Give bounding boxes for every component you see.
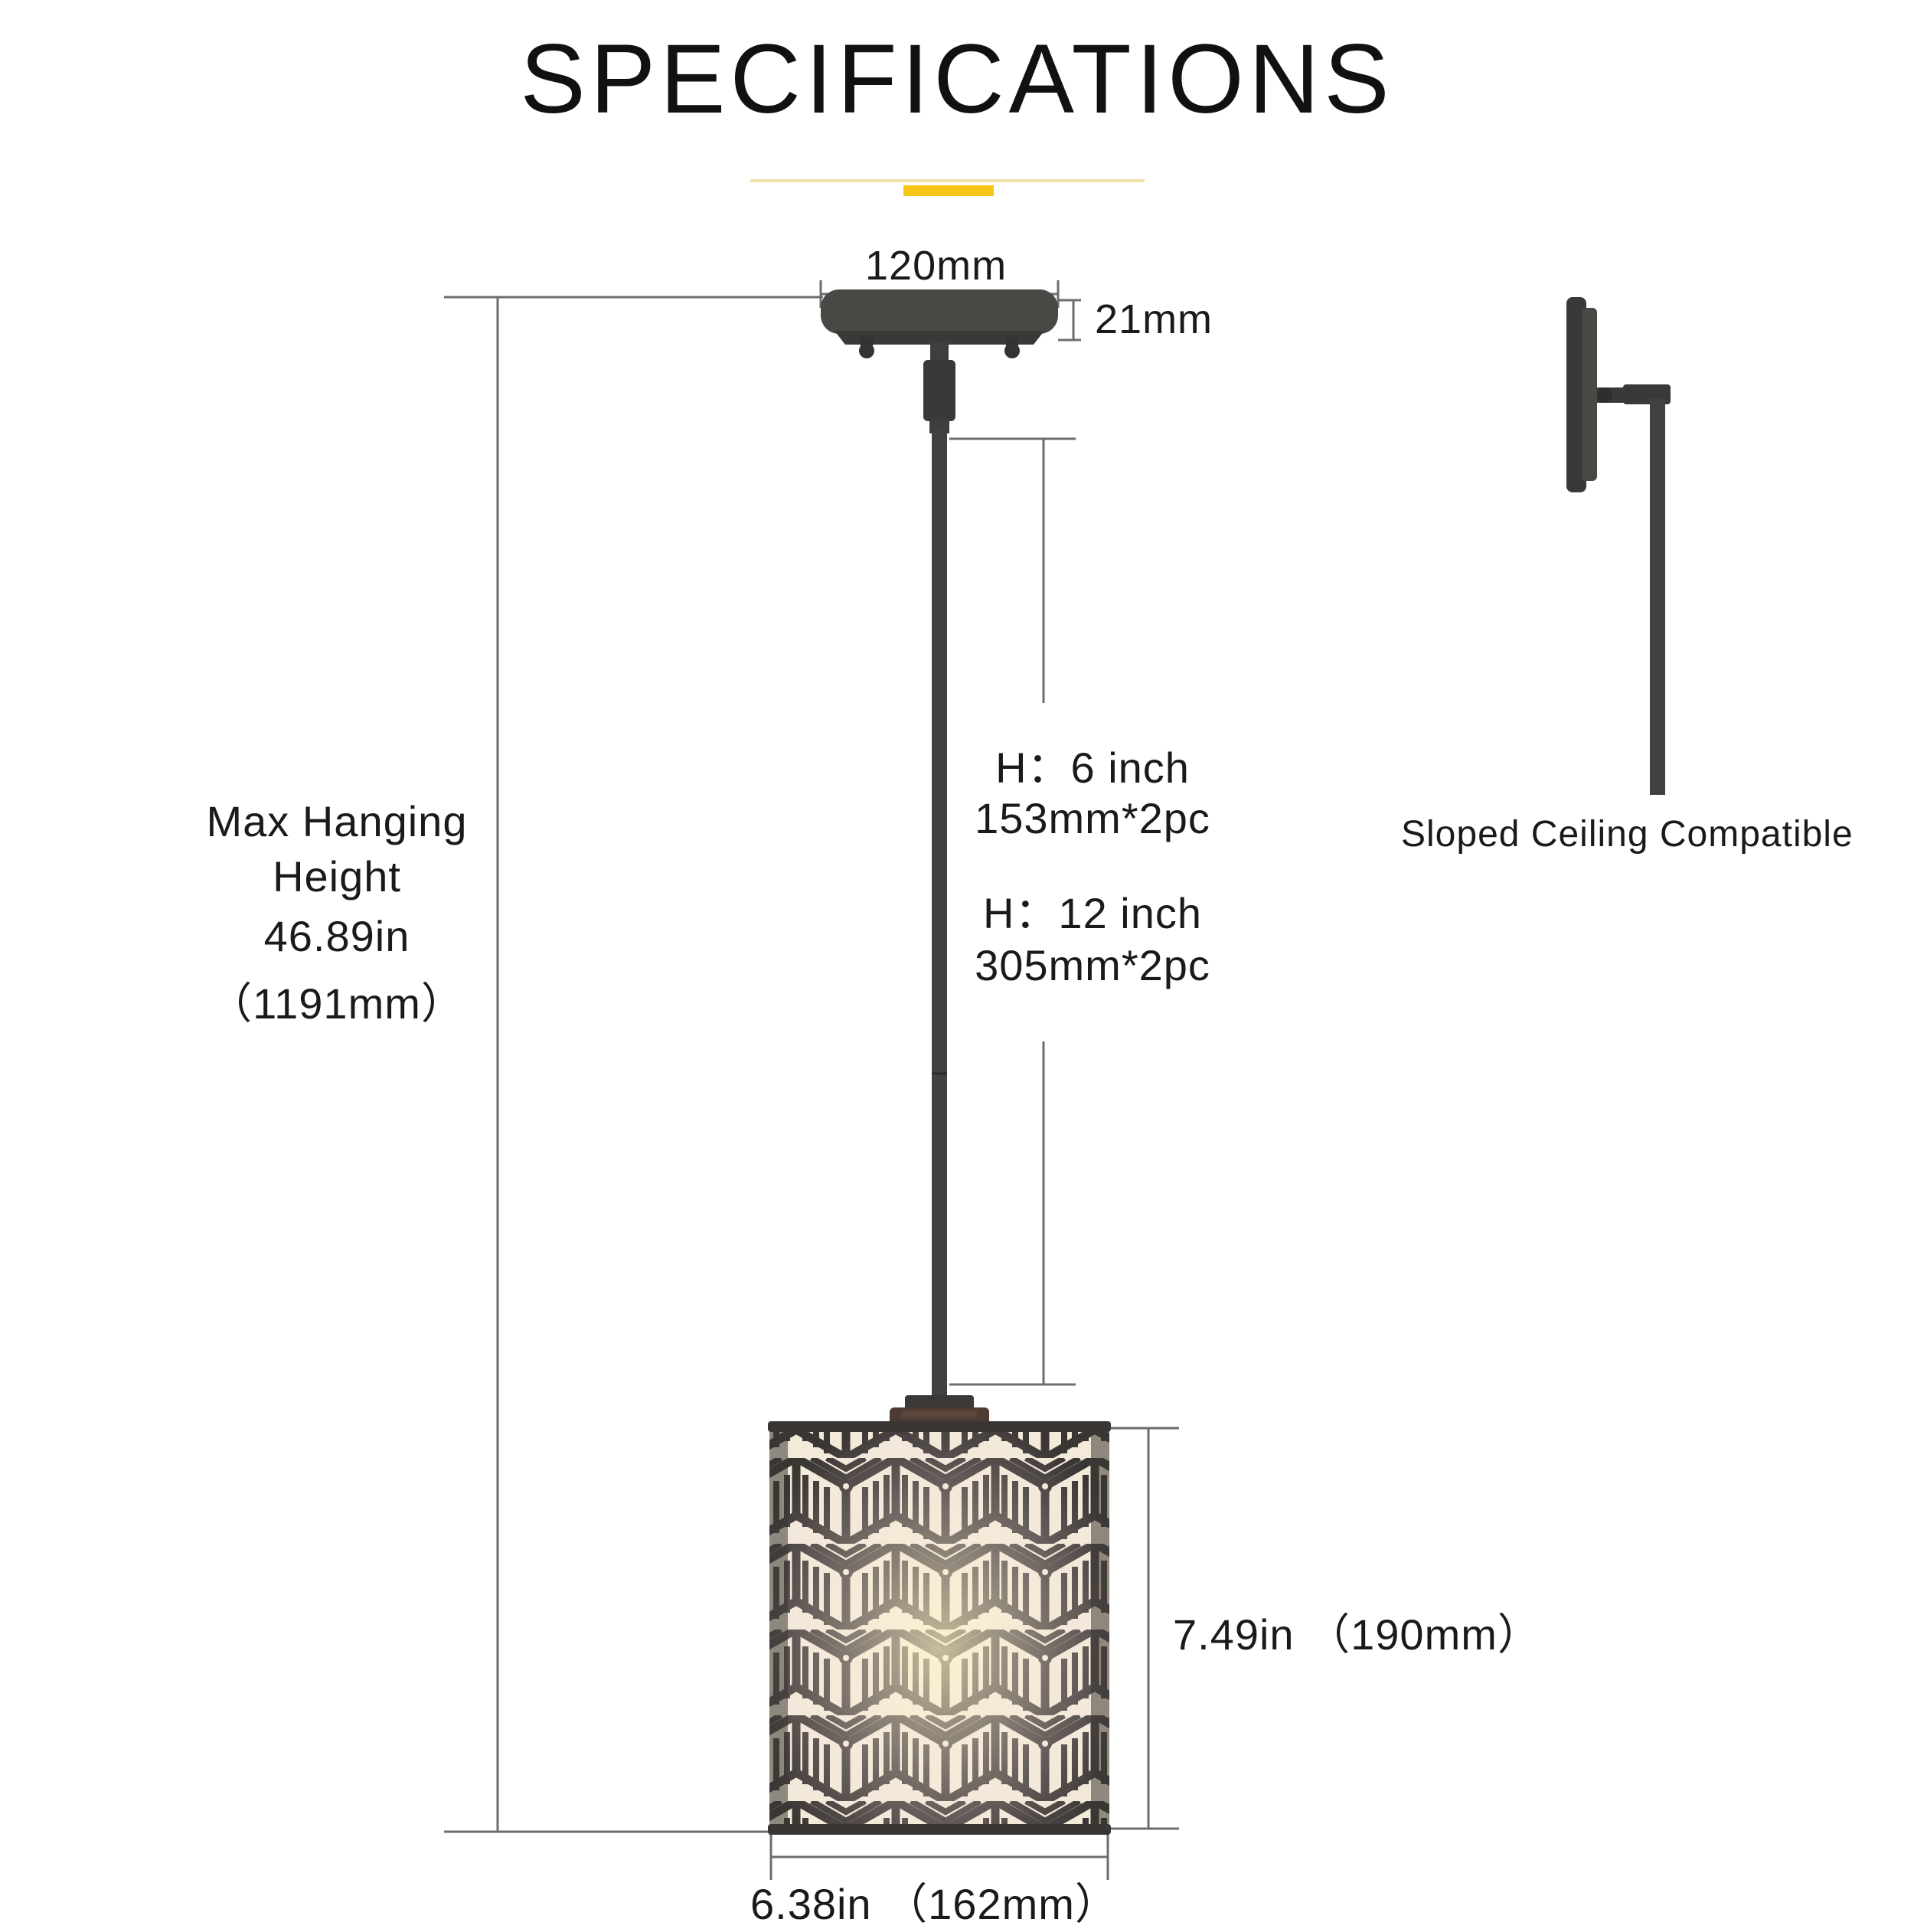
geometric-shade: [768, 1421, 1111, 1835]
canopy-width-label: 120mm: [865, 243, 1008, 289]
rod-long-height-label: H：12 inch: [982, 889, 1203, 937]
sloped-ceiling-side-view: [1566, 297, 1671, 795]
shade-height-label: 7.49in （190mm）: [1173, 1610, 1541, 1659]
canopy: [821, 289, 1058, 334]
sloped-ceiling-label: Sloped Ceiling Compatible: [1401, 814, 1854, 855]
pendant-fixture: [768, 289, 1111, 1835]
canopy-height-label: 21mm: [1095, 296, 1213, 342]
max-hanging-label-line2: Height: [273, 852, 401, 901]
max-hanging-label-line1: Max Hanging: [206, 797, 468, 845]
rod-short-mm-label: 153mm*2pc: [975, 794, 1210, 842]
max-hanging-inches: 46.89in: [263, 912, 410, 960]
rod-long-mm-label: 305mm*2pc: [975, 941, 1210, 989]
page-title: SPECIFICATIONS: [520, 25, 1394, 134]
shade-width-label: 6.38in （162mm）: [750, 1880, 1119, 1928]
max-hanging-mm: （1191mm）: [209, 979, 465, 1028]
swivel-joint: [923, 360, 955, 421]
downrod: [932, 429, 947, 1398]
title-divider: [750, 179, 1145, 196]
accent-bar: [903, 185, 994, 196]
rod-short-height-label: H：6 inch: [995, 744, 1190, 792]
